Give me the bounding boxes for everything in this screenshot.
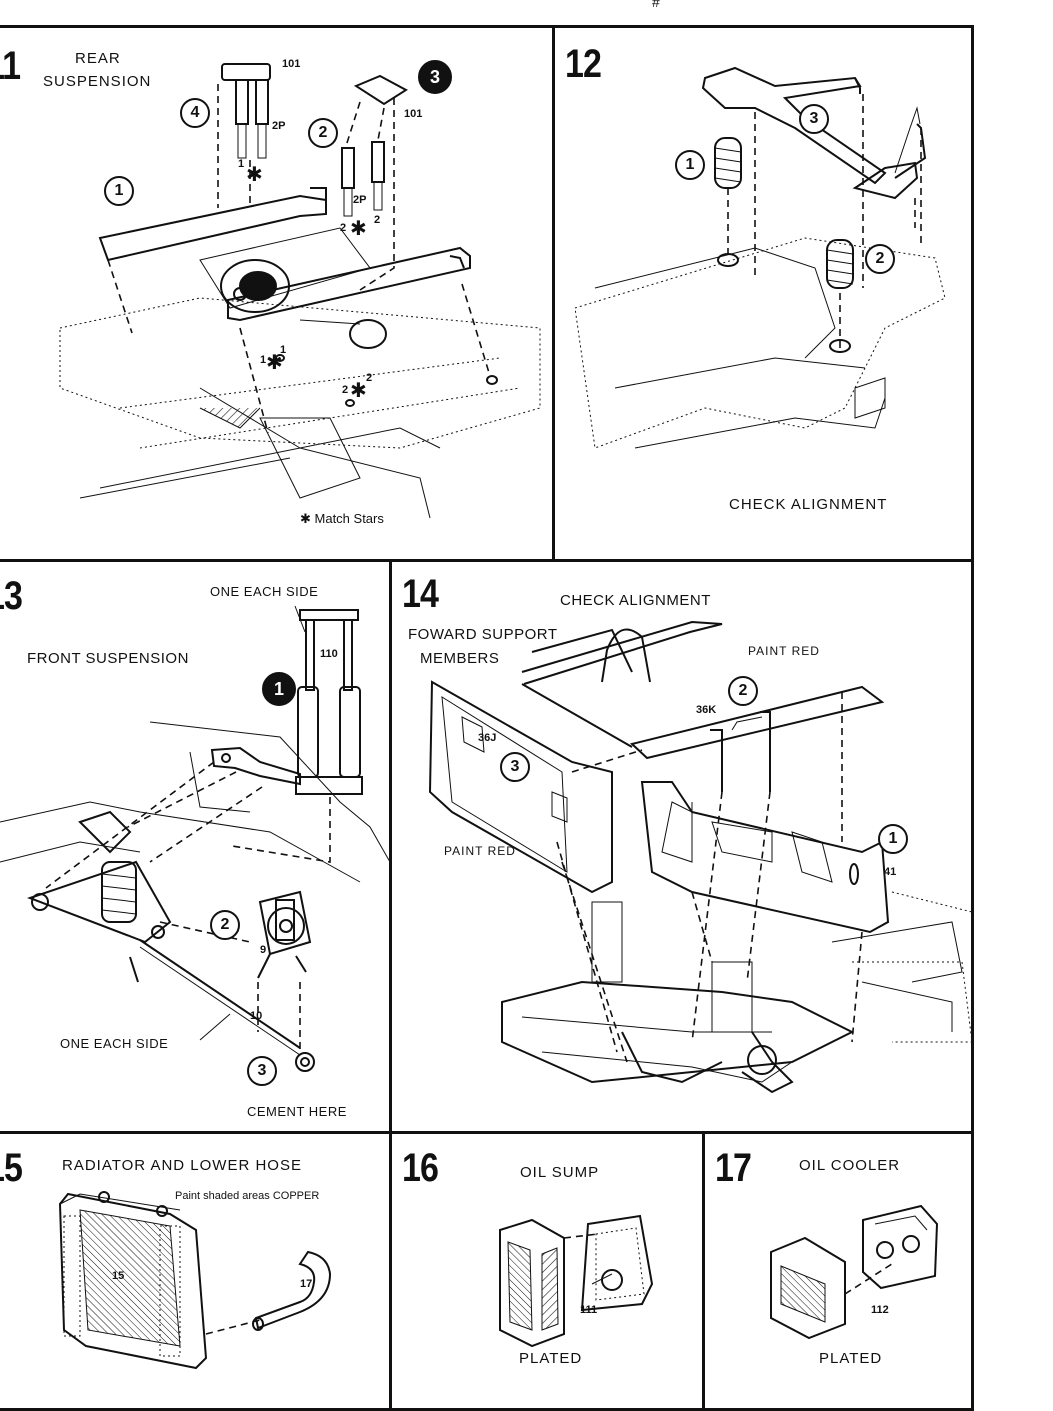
star-label-1a: 1 <box>238 158 245 170</box>
step-13-number: 13 <box>0 574 23 618</box>
step-16-panel: 16 OIL SUMP 111 PLATED <box>389 1131 705 1411</box>
callout-2: 2 <box>728 676 758 706</box>
star-label-1b: 1 <box>260 354 267 366</box>
step-11-title-line2: SUSPENSION <box>43 73 152 90</box>
star-label-2a: 2 <box>340 222 347 234</box>
step-13-bottom-note: ONE EACH SIDE <box>60 1036 169 1051</box>
step-14-sub-line2: MEMBERS <box>420 650 500 667</box>
step-17-caption: PLATED <box>819 1350 883 1367</box>
match-stars-note: ✱ Match Stars <box>300 511 384 526</box>
part-36j: 36J <box>478 732 497 744</box>
step-15-note: Paint shaded areas COPPER <box>175 1190 320 1202</box>
star-label-1c: 1 <box>280 344 287 356</box>
callout-4: 4 <box>180 98 210 128</box>
star-icon: ✱ <box>350 380 367 402</box>
rear-suspension-illustration <box>59 63 541 519</box>
step-14-sub-line1: FOWARD SUPPORT <box>408 626 558 643</box>
star-label-2c: 2 <box>342 384 349 396</box>
callout-1: 1 <box>675 150 705 180</box>
step-12-panel: 12 1 3 2 CHECK ALIGNMENT <box>552 25 974 562</box>
step-16-number: 16 <box>402 1146 439 1190</box>
part-2p-b: 2P <box>353 194 367 206</box>
star-label-2b: 2 <box>374 214 381 226</box>
callout-2: 2 <box>865 244 895 274</box>
step-12-caption: CHECK ALIGNMENT <box>729 496 888 513</box>
callout-2: 2 <box>210 910 240 940</box>
part-2p-a: 2P <box>272 120 286 132</box>
star-icon: ✱ <box>266 352 283 374</box>
step-13-panel: 13 ONE EACH SIDE FRONT SUSPENSION <box>0 559 392 1134</box>
step-17-title: OIL COOLER <box>799 1157 901 1174</box>
part-15: 15 <box>112 1270 125 1282</box>
step-14-panel: 14 CHECK ALIGNMENT FOWARD SUPPORT MEMBER… <box>389 559 974 1134</box>
step-16-caption: PLATED <box>519 1350 583 1367</box>
step-14-paint1: PAINT RED <box>748 644 820 658</box>
part-111: 111 <box>580 1304 598 1316</box>
step-15-title: RADIATOR AND LOWER HOSE <box>62 1157 302 1174</box>
part-36k: 36K <box>696 704 717 716</box>
step-11-panel: 11 REAR SUSPENSION <box>0 25 555 562</box>
part-101-b: 101 <box>404 108 423 120</box>
oil-sump-illustration <box>499 1214 654 1348</box>
cement-here-note: CEMENT HERE <box>247 1104 347 1119</box>
part-17: 17 <box>300 1278 313 1290</box>
front-crossmember-illustration <box>574 66 946 449</box>
step-14-title: CHECK ALIGNMENT <box>560 592 711 609</box>
part-10: 10 <box>250 1010 263 1022</box>
part-110: 110 <box>320 648 338 660</box>
part-41: 41 <box>884 866 897 878</box>
star-icon: ✱ <box>350 218 367 240</box>
part-9: 9 <box>260 944 267 956</box>
callout-3: 3 <box>799 104 829 134</box>
step-15-number: 15 <box>0 1146 23 1190</box>
callout-1: 1 <box>878 824 908 854</box>
step-17-number: 17 <box>715 1146 752 1190</box>
step-15-panel: 15 RADIATOR AND LOWER HOSE Paint shaded … <box>0 1131 392 1411</box>
forward-support-illustration <box>428 620 971 1094</box>
star-label-2d: 2 <box>366 372 373 384</box>
callout-1: 1 <box>104 176 134 206</box>
front-suspension-illustration <box>0 605 389 1072</box>
step-12-number: 12 <box>565 42 602 86</box>
part-112: 112 <box>871 1304 889 1316</box>
registration-mark: # <box>652 0 660 10</box>
step-13-title: FRONT SUSPENSION <box>27 650 189 667</box>
step-13-top-note: ONE EACH SIDE <box>210 584 319 599</box>
step-11-number: 11 <box>0 44 21 88</box>
oil-cooler-illustration <box>770 1204 939 1340</box>
step-16-title: OIL SUMP <box>520 1164 600 1181</box>
step-11-title-line1: REAR <box>75 50 121 67</box>
callout-2: 2 <box>308 118 338 148</box>
step-14-paint2: PAINT RED <box>444 844 516 858</box>
callout-1-solid: 1 <box>262 672 296 706</box>
step-17-panel: 17 OIL COOLER 112 PLATED <box>702 1131 974 1411</box>
radiator-illustration <box>58 1191 332 1370</box>
part-101-a: 101 <box>282 58 301 70</box>
step-14-number: 14 <box>402 572 439 616</box>
callout-3: 3 <box>500 752 530 782</box>
callout-3: 3 <box>247 1056 277 1086</box>
star-icon: ✱ <box>246 164 263 186</box>
callout-3-solid: 3 <box>418 60 452 94</box>
